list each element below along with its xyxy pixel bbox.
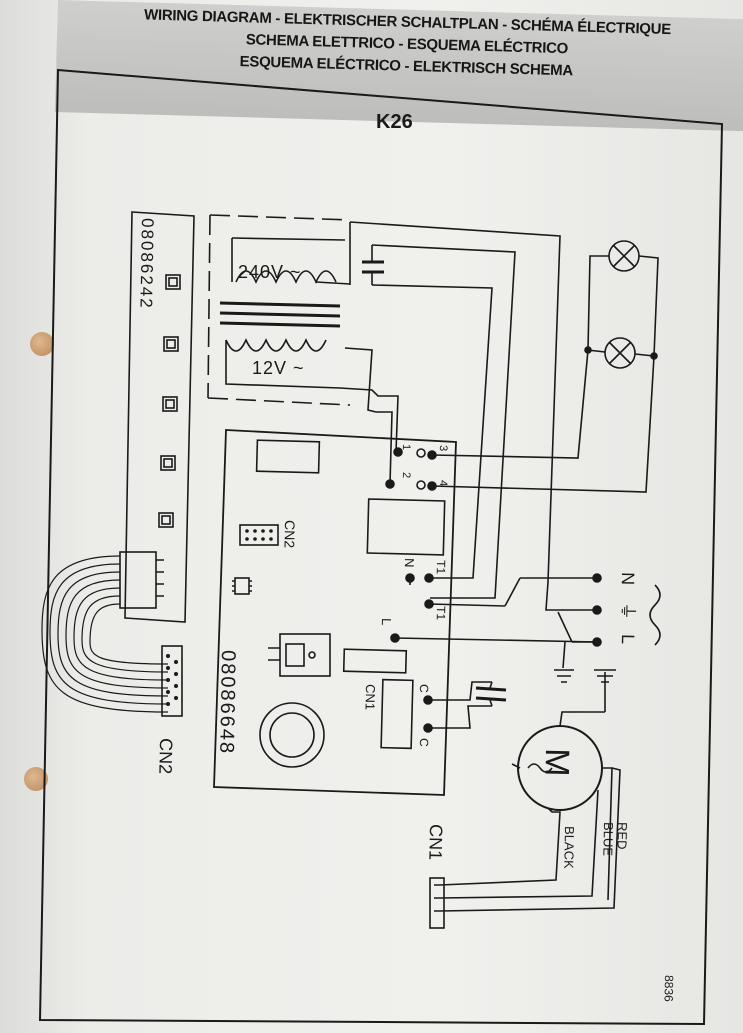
ribbon-cable: [41, 555, 169, 713]
board-regulator: [279, 633, 331, 677]
wire-top-1: [349, 221, 561, 583]
terminal-p1: 1: [400, 444, 412, 450]
board-buzzer: [259, 702, 325, 768]
board-part-number: 08086648: [215, 650, 239, 755]
binder-hole-top: [30, 332, 54, 356]
model-label: K26: [376, 111, 413, 133]
terminal-c-lower: C: [417, 738, 431, 747]
diagram-frame: [38, 68, 724, 1026]
wire-top-2: [371, 244, 516, 599]
mains-ground-label: ⏚: [618, 602, 638, 620]
terminal-t1-lower: T1: [434, 606, 448, 621]
cable-cn2-label: CN2: [155, 738, 176, 774]
terminal-c-upper: C: [417, 684, 431, 693]
wire-black-label: BLACK: [561, 826, 577, 869]
board-resistor: [342, 648, 408, 674]
secondary-voltage-label: 12V ~: [252, 358, 305, 378]
terminal-p2: 2: [400, 472, 412, 478]
ground-symbol-2: [594, 669, 616, 712]
motor-cn1-label: CN1: [425, 824, 446, 860]
board-relay: [255, 439, 321, 474]
terminal-l: L: [379, 618, 394, 625]
board-cn1-connector: [380, 678, 414, 750]
terminal-n: N: [402, 558, 417, 568]
ac-input-symbol: [649, 584, 661, 646]
panel-buttons: [158, 274, 181, 528]
terminal-t1-upper: T1: [434, 560, 448, 575]
board-relay-2: [366, 498, 446, 556]
mains-l-label: L: [618, 634, 638, 644]
control-panel-outline: [124, 211, 195, 623]
switch-contact: [557, 611, 573, 643]
board-cn2-header: [239, 524, 279, 546]
lamp-wire-2: [431, 355, 655, 493]
terminal-p4: 4: [437, 480, 449, 486]
cn2-cable-connector: [161, 645, 183, 717]
board-cn1-label: CN1: [363, 684, 378, 710]
wire-blue-label: BLUE: [600, 822, 616, 857]
mains-n-label: N: [618, 572, 638, 585]
lamp-upper: [608, 240, 640, 272]
board-ic: [234, 577, 250, 595]
lamp-lower: [604, 337, 636, 369]
ground-symbol-1: [554, 641, 574, 683]
motor-cn1-connector: [429, 877, 445, 929]
board-terminals: [385, 447, 437, 733]
lamp-wire-1: [431, 349, 589, 459]
motor-symbol: M: [538, 748, 576, 777]
board-cn2-label: CN2: [282, 520, 298, 548]
terminal-p3: 3: [437, 445, 449, 451]
primary-voltage-label: 240V ~: [238, 262, 302, 282]
page-code: 8836: [662, 975, 676, 1002]
wire-l-line: [394, 637, 598, 643]
wire-red-label: RED: [615, 822, 630, 850]
panel-part-number: 08086242: [136, 218, 157, 310]
transformer: [207, 214, 351, 406]
control-board-outline: [213, 429, 457, 796]
wire-top-3: [371, 284, 493, 579]
